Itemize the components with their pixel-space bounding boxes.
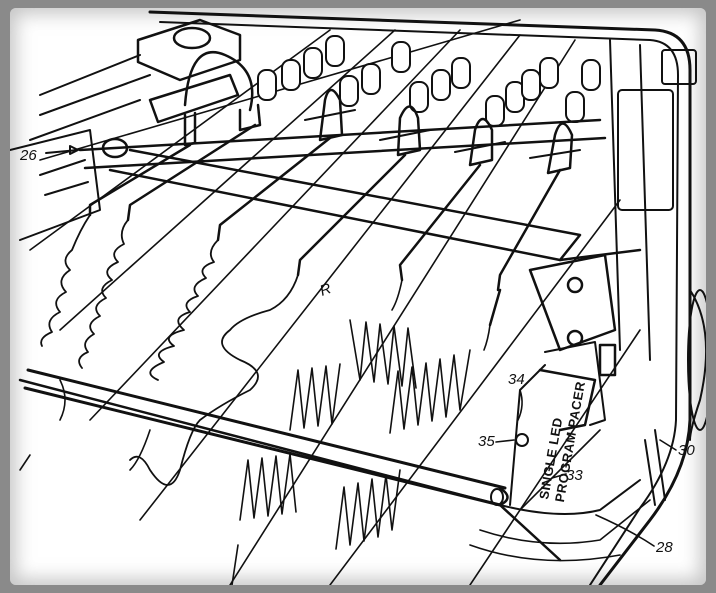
bottom-arrow xyxy=(231,544,239,585)
pacer-label-text: SINGLE LED PROGRAM PACER xyxy=(536,380,588,503)
patent-drawing: R SINGLE LED PROGRAM PACER 26 xyxy=(10,10,706,585)
lane-dividers xyxy=(29,19,641,585)
ref-numeral-34: 34 xyxy=(508,371,525,388)
rail-knob xyxy=(101,137,129,159)
trace-lane-2 xyxy=(78,219,129,369)
case-side-compartment xyxy=(617,89,674,211)
trace-lane-5 xyxy=(239,279,417,521)
upper-left-housing xyxy=(10,18,242,241)
trace-lane-1 xyxy=(40,214,91,347)
case-handle xyxy=(687,289,706,431)
trace-lane-3 xyxy=(149,239,219,381)
trace-lane-6 xyxy=(335,324,491,550)
ref-numeral-28: 28 xyxy=(655,539,673,556)
single-led-indicator xyxy=(515,433,529,447)
trace-lane-4 xyxy=(129,274,299,486)
cylinder-pins xyxy=(257,35,601,127)
trace-annotation-r: R xyxy=(318,280,334,300)
patent-drawing-sheet: R SINGLE LED PROGRAM PACER 26 xyxy=(10,8,706,585)
case-corner-slot xyxy=(661,49,697,85)
ref-numeral-26: 26 xyxy=(19,147,37,164)
ref-numeral-30: 30 xyxy=(678,442,695,459)
lower-left-mark xyxy=(19,454,31,471)
probe-loops xyxy=(183,50,581,175)
lead-wires xyxy=(88,123,562,327)
ref-numeral-33: 33 xyxy=(566,467,583,484)
lower-cross-bar xyxy=(23,368,509,507)
ref-numeral-35: 35 xyxy=(478,433,495,450)
reference-numerals: 26 34 35 33 30 28 xyxy=(19,145,695,556)
waveform-traces xyxy=(40,214,491,550)
device-case-outline xyxy=(148,10,706,585)
